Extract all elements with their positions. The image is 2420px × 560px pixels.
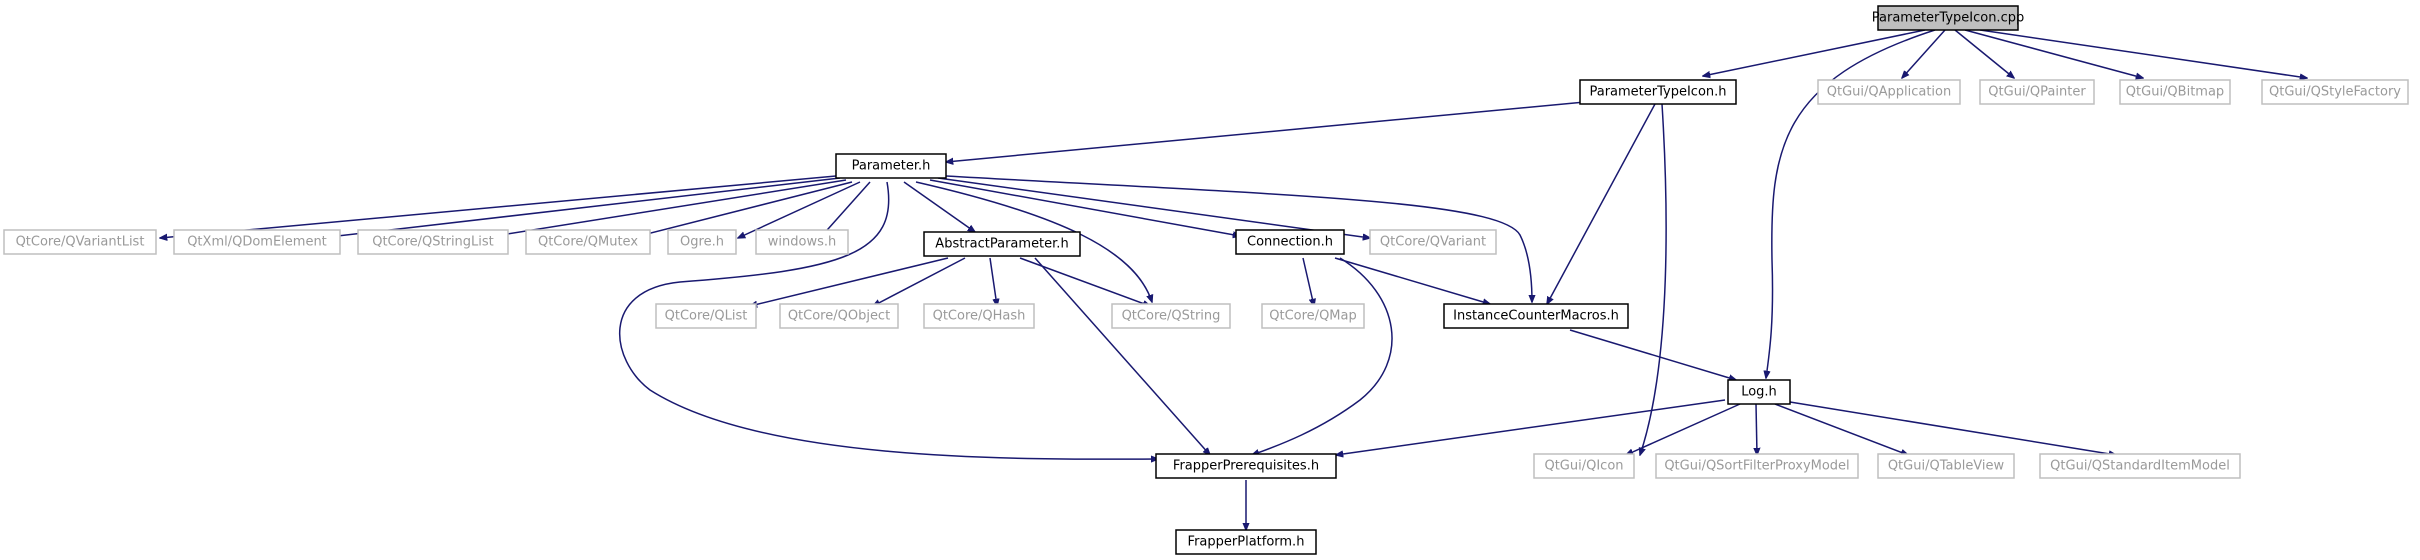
edge-instancecountermacros-h-to-log-h [1569,329,1736,380]
node-qhash: QtCore/QHash [923,303,1035,329]
edge-root-to-parametertypeicon-h [1703,29,1926,76]
svg-text:QtGui/QStyleFactory: QtGui/QStyleFactory [2269,85,2401,100]
svg-text:Log.h: Log.h [1741,385,1777,400]
edges-group [160,29,2307,530]
node-qstandarditemmodel: QtGui/QStandardItemModel [2039,453,2241,479]
edge-parametertypeicon-h-to-parameter-h [946,101,1586,162]
edge-parameter-h-to-frapperprerequisites-h [618,181,1158,459]
node-parameter-h[interactable]: Parameter.h [835,153,947,179]
edge-log-h-to-qicon [1626,403,1741,455]
svg-text:Parameter.h: Parameter.h [852,159,931,174]
svg-text:QtCore/QVariant: QtCore/QVariant [1380,235,1486,250]
svg-text:QtCore/QList: QtCore/QList [665,309,748,324]
edge-parameter-h-to-instancecountermacros-h [945,175,1532,302]
svg-text:QtCore/QMutex: QtCore/QMutex [538,235,638,250]
node-qobject: QtCore/QObject [779,303,899,329]
svg-text:AbstractParameter.h: AbstractParameter.h [935,237,1068,252]
svg-text:Ogre.h: Ogre.h [680,235,724,250]
node-qmap: QtCore/QMap [1261,303,1365,329]
svg-text:FrapperPrerequisites.h: FrapperPrerequisites.h [1173,459,1319,474]
edge-parameter-h-to-connection-h [929,179,1240,236]
edge-connection-h-to-qmap [1302,257,1314,306]
edge-abstractparameter-h-to-qobject [873,257,966,306]
svg-text:QtGui/QStandardItemModel: QtGui/QStandardItemModel [2050,459,2230,474]
edge-root-to-log-h [1766,29,1936,378]
edge-abstractparameter-h-to-qhash [989,257,997,306]
node-qapplication: QtGui/QApplication [1817,79,1961,105]
edge-log-h-to-frapperprerequisites-h [1336,399,1726,455]
node-qsortfilterproxymodel: QtGui/QSortFilterProxyModel [1655,453,1859,479]
edge-parameter-h-to-qmutex [631,181,853,238]
node-parametertypeicon-cpp[interactable]: ParameterTypeIcon.cpp [1872,5,2024,31]
edge-abstractparameter-h-to-qlist [750,257,949,306]
svg-text:QtCore/QObject: QtCore/QObject [788,309,890,324]
node-qbitmap: QtGui/QBitmap [2119,79,2231,105]
edge-parameter-h-to-abstractparameter-h [903,181,975,232]
svg-text:ParameterTypeIcon.cpp: ParameterTypeIcon.cpp [1872,11,2024,26]
svg-text:ParameterTypeIcon.h: ParameterTypeIcon.h [1589,85,1726,100]
node-frapperplatform-h[interactable]: FrapperPlatform.h [1175,529,1317,555]
edge-log-h-to-qstandarditemmodel [1789,401,2116,455]
node-instancecountermacros-h[interactable]: InstanceCounterMacros.h [1443,303,1629,329]
node-ogre-h: Ogre.h [667,229,737,255]
edge-abstractparameter-h-to-frapperprerequisites-h [1034,257,1210,455]
edge-root-to-qstylefactory [1979,29,2307,78]
edge-parameter-h-to-ogre-h [738,181,861,238]
node-qtableview: QtGui/QTableView [1877,453,2015,479]
svg-text:QtGui/QApplication: QtGui/QApplication [1827,85,1952,100]
node-qstylefactory: QtGui/QStyleFactory [2261,79,2409,105]
edge-connection-h-to-frapperprerequisites-h [1252,257,1393,455]
node-qdomelement: QtXml/QDomElement [173,229,341,255]
node-qstring: QtCore/QString [1111,303,1231,329]
svg-text:QtGui/QBitmap: QtGui/QBitmap [2126,85,2224,100]
edge-log-h-to-qsortfilterproxymodel [1756,403,1757,455]
svg-text:QtCore/QStringList: QtCore/QStringList [372,235,494,250]
edge-parameter-h-to-windows-h [820,181,871,238]
nodes-group: ParameterTypeIcon.cpp ParameterTypeIcon.… [3,5,2409,555]
edge-abstractparameter-h-to-qstring [1019,257,1150,306]
node-connection-h[interactable]: Connection.h [1235,229,1345,255]
edge-log-h-to-qtableview [1774,403,1908,455]
edge-connection-h-to-instancecountermacros-h [1334,257,1490,304]
edge-parameter-h-to-qstringlist [482,179,847,238]
edge-parameter-h-to-qdomelement [320,177,841,238]
svg-text:QtGui/QTableView: QtGui/QTableView [1888,459,2005,474]
node-parametertypeicon-h[interactable]: ParameterTypeIcon.h [1579,79,1737,105]
edge-root-to-qpainter [1954,29,2014,78]
svg-text:QtCore/QMap: QtCore/QMap [1269,309,1356,324]
node-qicon: QtGui/QIcon [1533,453,1635,479]
svg-text:QtGui/QPainter: QtGui/QPainter [1988,85,2086,100]
svg-text:FrapperPlatform.h: FrapperPlatform.h [1188,535,1305,550]
svg-text:QtXml/QDomElement: QtXml/QDomElement [187,235,327,250]
svg-text:InstanceCounterMacros.h: InstanceCounterMacros.h [1453,309,1619,324]
edge-parametertypeicon-h-to-qicon [1640,103,1667,455]
svg-text:QtGui/QSortFilterProxyModel: QtGui/QSortFilterProxyModel [1664,459,1849,474]
edge-parameter-h-to-qstring [915,181,1152,302]
node-log-h[interactable]: Log.h [1727,379,1791,405]
edge-root-to-qbitmap [1964,29,2143,78]
node-windows-h: windows.h [755,229,849,255]
svg-text:QtGui/QIcon: QtGui/QIcon [1544,459,1623,474]
node-qpainter: QtGui/QPainter [1979,79,2095,105]
svg-text:QtCore/QString: QtCore/QString [1122,309,1221,324]
edge-root-to-qapplication [1902,29,1946,78]
edge-parameter-h-to-qvariant [937,177,1370,238]
node-qlist: QtCore/QList [655,303,757,329]
svg-text:QtCore/QVariantList: QtCore/QVariantList [16,235,145,250]
node-frapperprerequisites-h[interactable]: FrapperPrerequisites.h [1155,453,1337,479]
svg-text:windows.h: windows.h [768,235,836,250]
node-qmutex: QtCore/QMutex [525,229,651,255]
edge-parametertypeicon-h-to-instancecountermacros-h [1547,103,1656,304]
node-abstractparameter-h[interactable]: AbstractParameter.h [923,231,1081,257]
node-qvariantlist: QtCore/QVariantList [3,229,157,255]
svg-text:Connection.h: Connection.h [1247,235,1333,250]
node-qvariant: QtCore/QVariant [1369,229,1497,255]
svg-text:QtCore/QHash: QtCore/QHash [933,309,1026,324]
node-qstringlist: QtCore/QStringList [357,229,509,255]
edge-parameter-h-to-qvariantlist [160,175,837,238]
